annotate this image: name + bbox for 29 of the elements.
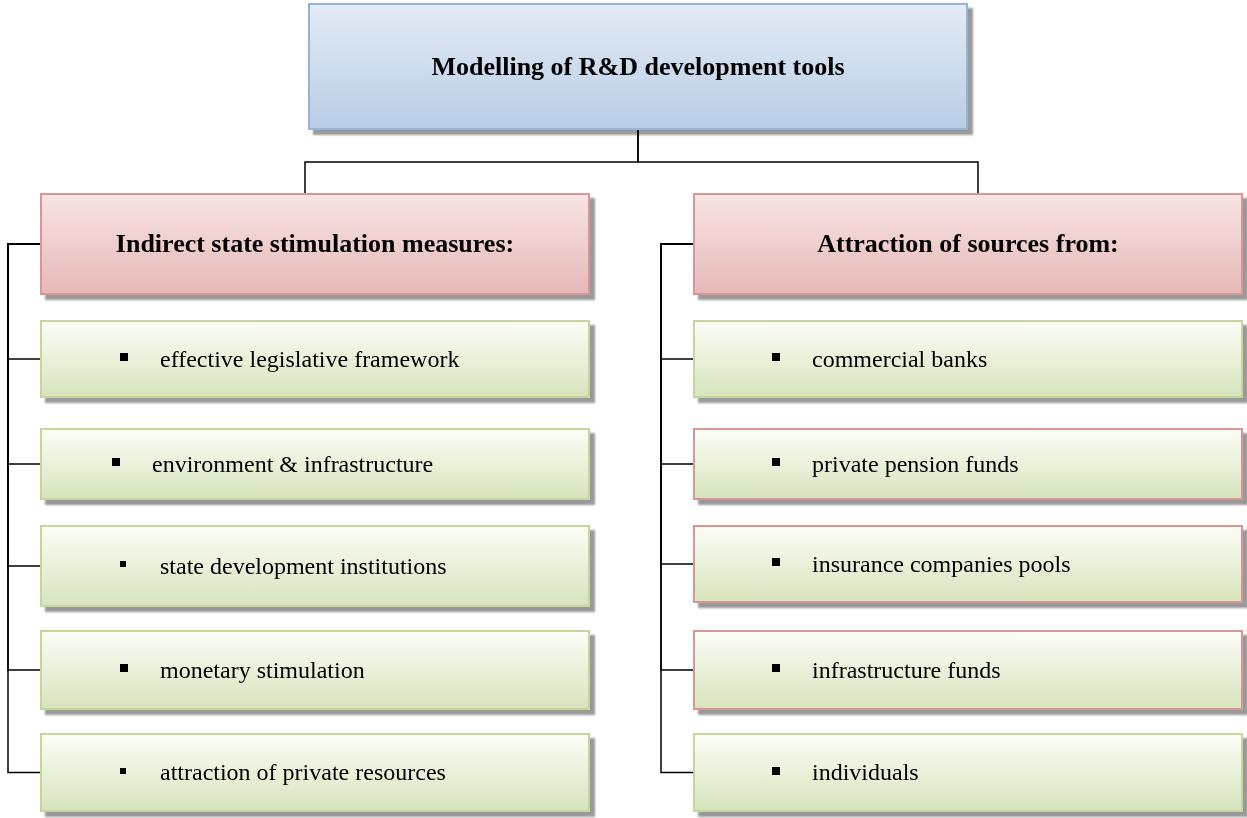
- list-item-box: [693, 320, 1243, 398]
- list-item-box: [693, 428, 1243, 500]
- list-item-box: [40, 525, 590, 607]
- category-header-box: [40, 193, 590, 295]
- item-label: attraction of private resources: [160, 759, 446, 786]
- item-label: infrastructure funds: [812, 656, 1001, 684]
- list-item-box: [40, 630, 590, 710]
- category-header-box: [693, 193, 1243, 295]
- heading-text: Attraction of sources from:: [817, 229, 1119, 259]
- list-item-box: [40, 733, 590, 812]
- list-item-box: [40, 320, 590, 398]
- connector-line: [660, 243, 694, 774]
- list-item-box: [693, 733, 1243, 812]
- item-label: state development institutions: [160, 552, 447, 580]
- title-box: [308, 3, 968, 130]
- item-label: insurance companies pools: [812, 550, 1071, 578]
- list-item-box: [693, 525, 1243, 603]
- list-item-box: [693, 630, 1243, 710]
- item-label: effective legislative framework: [160, 345, 460, 373]
- connector-line: [637, 129, 979, 194]
- connector-line: [7, 243, 41, 774]
- item-label: individuals: [812, 759, 919, 786]
- list-item-box: [40, 428, 590, 500]
- item-label: private pension funds: [812, 450, 1019, 478]
- item-label: monetary stimulation: [160, 656, 365, 684]
- heading-text: Indirect state stimulation measures:: [115, 229, 515, 259]
- heading-text: Modelling of R&D development tools: [431, 51, 845, 82]
- item-label: commercial banks: [812, 345, 988, 373]
- item-label: environment & infrastructure: [152, 450, 434, 478]
